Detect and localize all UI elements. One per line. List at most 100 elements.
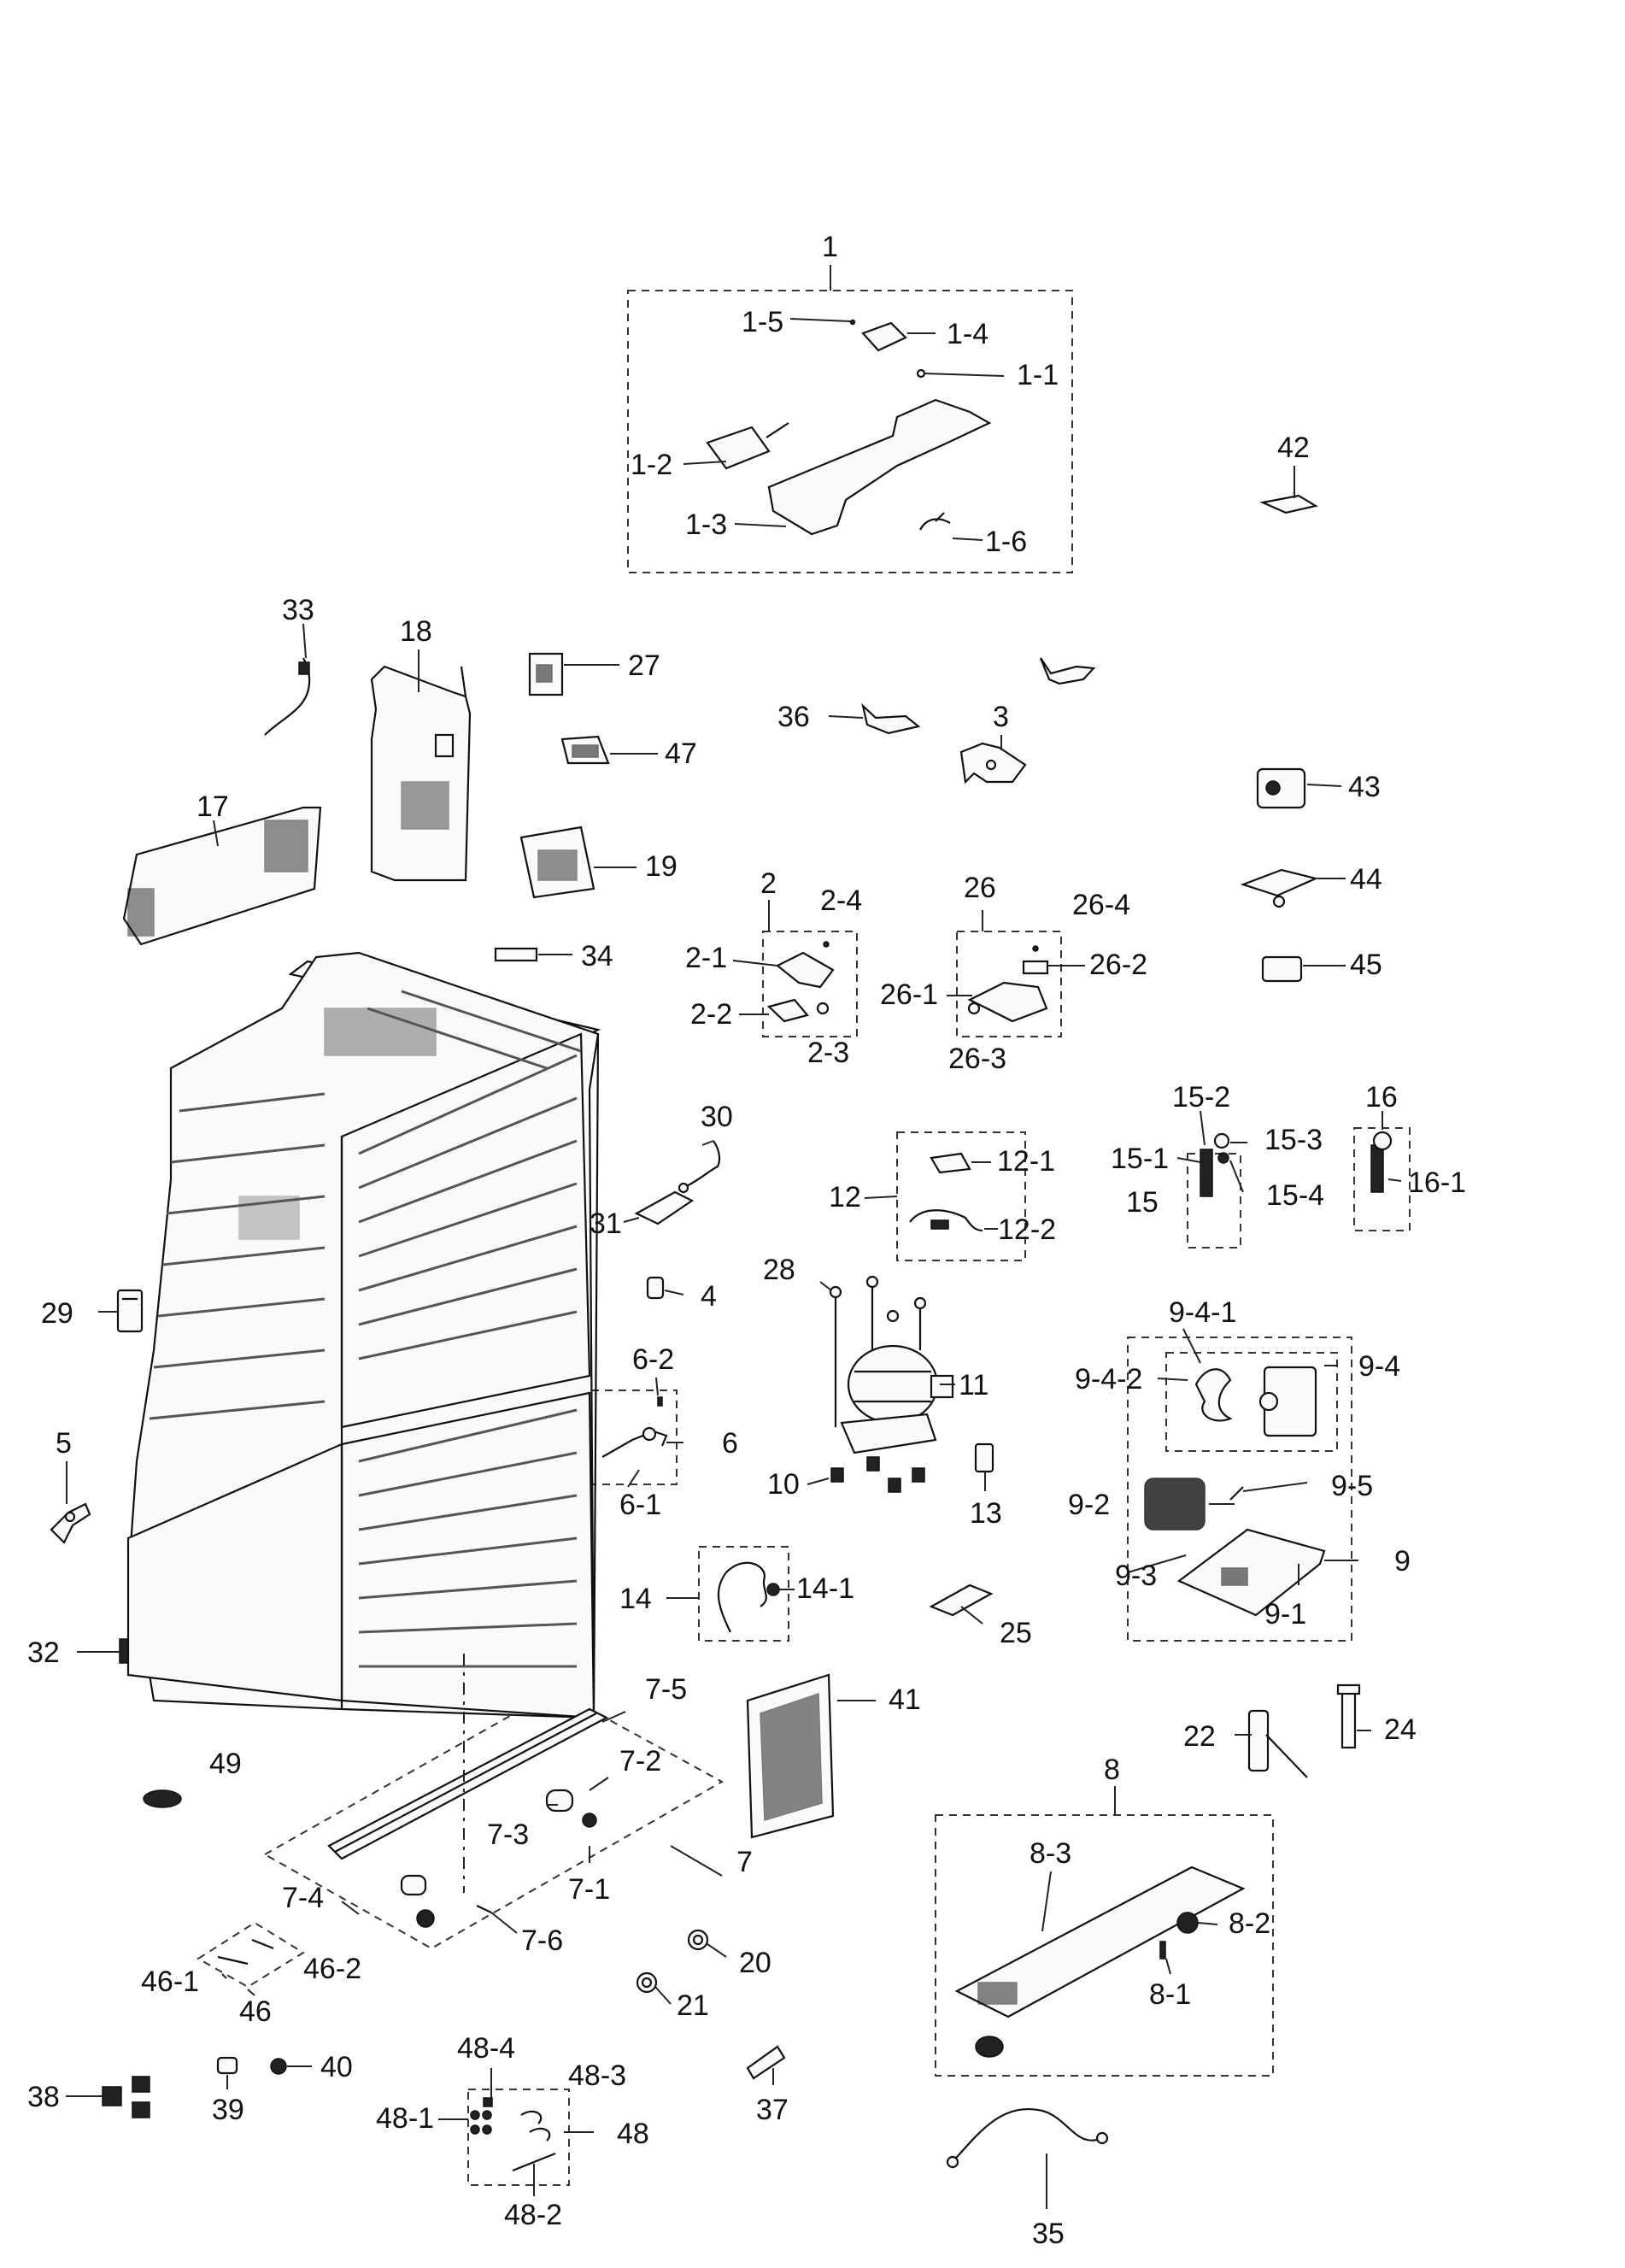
label-44: 44 [1350,863,1382,896]
label-2-2: 2-2 [690,998,732,1031]
label-7-5: 7-5 [645,1673,687,1706]
part-36-bracket [861,702,921,735]
label-12-1: 12-1 [997,1145,1055,1178]
label-13: 13 [970,1497,1002,1530]
label-3: 3 [993,701,1009,733]
label-15-2: 15-2 [1172,1081,1230,1113]
label-9: 9 [1394,1545,1411,1578]
part-28-bolts [829,1275,927,1427]
group-box-1 [627,290,1073,573]
label-1-1: 1-1 [1017,359,1059,391]
part-33-sensor-wire [264,657,311,736]
label-6-1: 6-1 [619,1489,661,1521]
label-38: 38 [27,2081,60,2113]
part-38-clips [102,2076,150,2118]
part-42-tube [1159,494,1318,873]
label-8: 8 [1104,1754,1120,1786]
label-34: 34 [581,940,613,972]
label-4: 4 [701,1280,717,1313]
part-11-compressor [840,1344,954,1454]
label-9-3: 9-3 [1115,1560,1157,1592]
part-26-hinge [967,945,1049,1023]
label-42: 42 [1277,432,1310,464]
part-46-wires [217,1938,274,1965]
label-8-3: 8-3 [1030,1837,1071,1870]
label-9-4-2: 9-4-2 [1075,1363,1142,1395]
label-48-2: 48-2 [504,2199,562,2231]
cabinet-shelf-ribs [149,990,582,1668]
part-41-grille [746,1673,835,1839]
label-11: 11 [959,1369,988,1401]
group-box-9-4 [1165,1352,1338,1452]
label-9-4: 9-4 [1358,1350,1400,1383]
label-26: 26 [964,872,996,904]
label-1: 1 [822,231,838,263]
group-box-8 [935,1814,1274,2077]
part-3-hinge [959,742,1027,784]
part-10-grommets [830,1456,925,1493]
label-46: 46 [239,1995,272,2028]
label-2-4: 2-4 [820,884,862,917]
label-7: 7 [736,1846,753,1878]
label-48-1: 48-1 [376,2102,434,2135]
label-26-1: 26-1 [880,978,938,1011]
label-40: 40 [320,2051,353,2083]
group-box-6 [590,1390,678,1485]
label-24: 24 [1384,1713,1417,1746]
part-21-spring [636,1971,658,1994]
part-9-4-fan [1194,1366,1317,1437]
label-29: 29 [41,1297,73,1330]
label-1-6: 1-6 [985,526,1027,558]
label-2-1: 2-1 [685,942,727,974]
label-12: 12 [829,1181,861,1213]
label-9-1: 9-1 [1264,1598,1306,1630]
label-26-2: 26-2 [1089,949,1147,981]
part-6-bracket [601,1396,668,1458]
group-box-9 [1127,1337,1352,1642]
label-48: 48 [617,2118,649,2150]
part-16-valve [1370,1131,1393,1193]
label-45: 45 [1350,949,1382,981]
group-box-48 [467,2089,570,2186]
part-1-hinge-assembly [706,319,992,536]
label-6-2: 6-2 [632,1343,674,1376]
label-12-2: 12-2 [998,1213,1056,1246]
label-36: 36 [777,701,810,733]
label-33: 33 [282,594,314,626]
callout-labels: 1 1-5 1-4 1-1 1-2 1-3 1-6 42 33 18 27 36… [27,231,1466,2250]
label-22: 22 [1183,1720,1216,1753]
label-10: 10 [767,1468,800,1501]
label-41: 41 [889,1683,921,1716]
part-9-1-tray [1176,1486,1326,1617]
label-46-2: 46-2 [303,1953,361,1985]
label-32: 32 [27,1636,60,1669]
part-4-cap [646,1276,665,1300]
label-1-2: 1-2 [631,449,672,481]
label-31: 31 [590,1207,622,1240]
part-9-2-motor [1144,1478,1206,1531]
group-box-46 [197,1921,305,1989]
label-48-4: 48-4 [457,2032,515,2065]
label-7-6: 7-6 [521,1924,563,1957]
part-40-cap [270,2058,287,2075]
part-39-cap [216,2056,238,2075]
part-30-sensor [678,1140,721,1194]
label-2: 2 [760,867,777,900]
part-49-roller [143,1789,182,1808]
label-16: 16 [1365,1081,1398,1113]
label-6: 6 [722,1427,738,1460]
label-14-1: 14-1 [796,1572,854,1605]
label-26-3: 26-3 [948,1043,1006,1075]
part-44-bracket [1240,868,1319,908]
label-7-1: 7-1 [568,1873,610,1906]
part-15-valve [1200,1132,1230,1197]
label-25: 25 [1000,1617,1032,1649]
group-box-7 [262,1689,725,1950]
label-28: 28 [763,1254,795,1286]
part-17-panel [122,806,322,946]
label-20: 20 [739,1947,771,1979]
label-17: 17 [197,790,229,823]
part-37-fitting [746,2045,786,2080]
group-box-26 [956,931,1062,1037]
